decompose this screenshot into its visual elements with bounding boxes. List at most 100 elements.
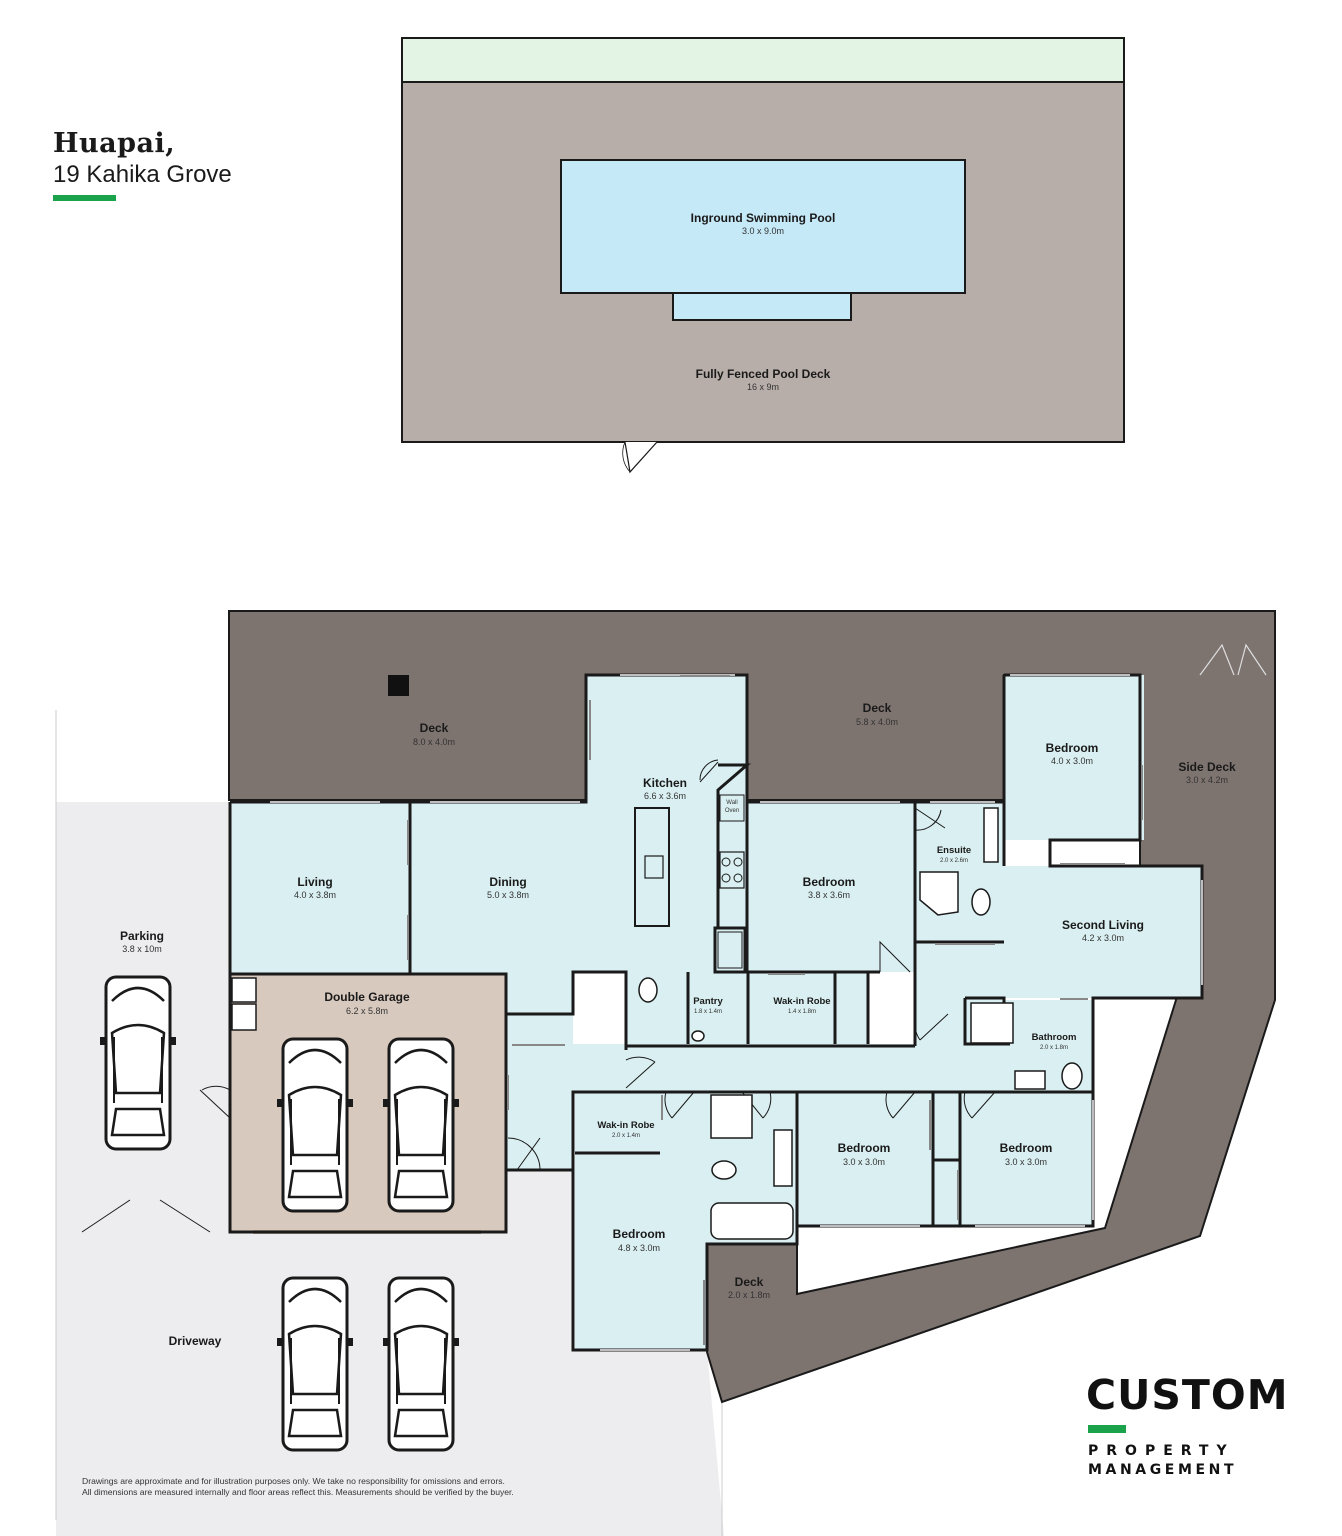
sink-icon [644,855,664,879]
sliding-doors [407,675,1143,1345]
door-swings [81,759,996,1233]
brand-logo-line-1: PROPERTY [1088,1443,1235,1459]
room-dims-bedroom-east: 3.0 x 3.0m [1005,1157,1047,1167]
room-name-pantry: Pantry [693,996,723,1007]
pantry-sink-icon [691,1030,705,1042]
master-bedroom [747,802,915,972]
disclaimer-line-1: Drawings are approximate and for illustr… [82,1476,505,1486]
room-name-driveway: Driveway [169,1334,222,1348]
main-shower-icon [710,1094,753,1139]
main-toilet-icon [711,1160,737,1180]
wc [626,972,688,1044]
room-dims-bedroom-ne: 4.0 x 3.0m [1051,756,1093,766]
room-name-bedroom-ne: Bedroom [1046,741,1099,755]
bathroom-shower-icon [970,1002,1014,1044]
room-name-dining: Dining [489,875,526,889]
double-garage [230,974,506,1232]
room-name-garage: Double Garage [324,990,410,1004]
room-name-second-living: Second Living [1062,918,1144,932]
main-vanity-icon [773,1129,793,1187]
room-dims-deck-west: 8.0 x 4.0m [413,737,455,747]
room-dims-pool-deck: 16 x 9m [747,382,779,392]
second-living [1004,866,1202,998]
car-icon-driveway-1 [275,1276,355,1452]
room-name-pool: Inground Swimming Pool [691,211,836,225]
room-name-deck-west: Deck [420,721,449,735]
disclaimer: Drawings are approximate and for illustr… [82,1476,562,1498]
toilet-icon [638,977,658,1003]
room-dims-parking: 3.8 x 10m [122,944,162,954]
mid-bedroom [797,1092,933,1226]
room-dims-deck-mid: 5.8 x 4.0m [856,717,898,727]
wall-oven-label-1: Wall [726,800,737,806]
room-dims-living: 4.0 x 3.8m [294,890,336,900]
ne-bedroom [1004,675,1144,840]
cooktop-icon [719,851,745,889]
room-name-walkin-robe-2: Wak-in Robe [597,1120,654,1131]
laundry-machine-icon [231,1003,257,1031]
property-suburb: Huapai, [53,128,176,159]
bathroom-toilet-icon [1061,1062,1083,1090]
room-name-pool-deck: Fully Fenced Pool Deck [696,367,831,381]
room-dims-second-living: 4.2 x 3.0m [1082,933,1124,943]
room-dims-side-deck: 3.0 x 4.2m [1186,775,1228,785]
room-name-deck-small: Deck [735,1275,764,1289]
room-dims-master-bedroom: 3.8 x 3.6m [808,890,850,900]
room-dims-deck-small: 2.0 x 1.8m [728,1290,770,1300]
ensuite-shower-icon [919,871,959,916]
car-icon-garage-1 [275,1037,355,1213]
kitchen-fixtures: Wall Oven [634,794,745,969]
room-dims-bedroom-sw: 4.8 x 3.0m [618,1243,660,1253]
ensuite-toilet-icon [971,888,991,916]
side-deck-gate [1199,643,1267,676]
living-room [230,802,410,974]
room-name-living: Living [297,875,332,889]
room-name-side-deck: Side Deck [1178,760,1236,774]
kitchen-island [634,807,670,927]
room-dims-dining: 5.0 x 3.8m [487,890,529,900]
laundry-tub-icon [231,977,257,1003]
room-name-kitchen: Kitchen [643,776,687,790]
brand-logo-bar [1088,1425,1126,1433]
windows [270,674,1203,1351]
brand-logo-text: CUSTOM [1086,1371,1289,1419]
room-dims-ensuite: 2.0 x 2.6m [940,858,968,864]
car-icon-parking [98,975,178,1151]
room-dims-pantry: 1.8 x 1.4m [694,1009,722,1015]
room-dims-bedroom-mid: 3.0 x 3.0m [843,1157,885,1167]
room-dims-garage: 6.2 x 5.8m [346,1006,388,1016]
disclaimer-line-2: All dimensions are measured internally a… [82,1487,514,1497]
header-accent-bar [53,195,116,201]
kitchen-dining [410,675,747,1044]
ensuite-vanity-icon [983,807,999,863]
room-dims-walkin-robe-2: 2.0 x 1.4m [612,1133,640,1139]
room-name-parking: Parking [120,929,164,943]
room-name-bedroom-sw: Bedroom [613,1227,666,1241]
property-address: 19 Kahika Grove [53,161,232,188]
fridge-icon [717,931,743,969]
room-name-walkin-robe-1: Wak-in Robe [773,996,830,1007]
wall-oven-icon [719,794,745,822]
pool-step [672,292,852,321]
room-name-ensuite: Ensuite [937,845,971,856]
car-icon-garage-2 [381,1037,461,1213]
room-name-deck-mid: Deck [863,701,892,715]
bathtub-icon [710,1202,794,1240]
room-dims-pool: 3.0 x 9.0m [742,226,784,236]
room-dims-walkin-robe-1: 1.4 x 1.8m [788,1009,816,1015]
car-icon-driveway-2 [381,1276,461,1452]
wall-oven-label-2: Oven [725,808,739,814]
bathroom-fixtures [231,807,1083,1240]
hallway [506,1044,1010,1170]
brand-logo-line-2: MANAGEMENT [1088,1462,1238,1478]
lawn-strip [401,37,1125,83]
room-dims-bathroom: 2.0 x 1.8m [1040,1045,1068,1051]
room-name-master-bedroom: Bedroom [803,875,856,889]
pool-gate [624,441,658,474]
sw-bedroom [575,1092,707,1350]
room-name-bathroom: Bathroom [1032,1032,1077,1043]
swimming-pool [560,159,966,294]
deck-post [388,675,409,696]
bathroom-vanity-icon [1014,1070,1046,1090]
